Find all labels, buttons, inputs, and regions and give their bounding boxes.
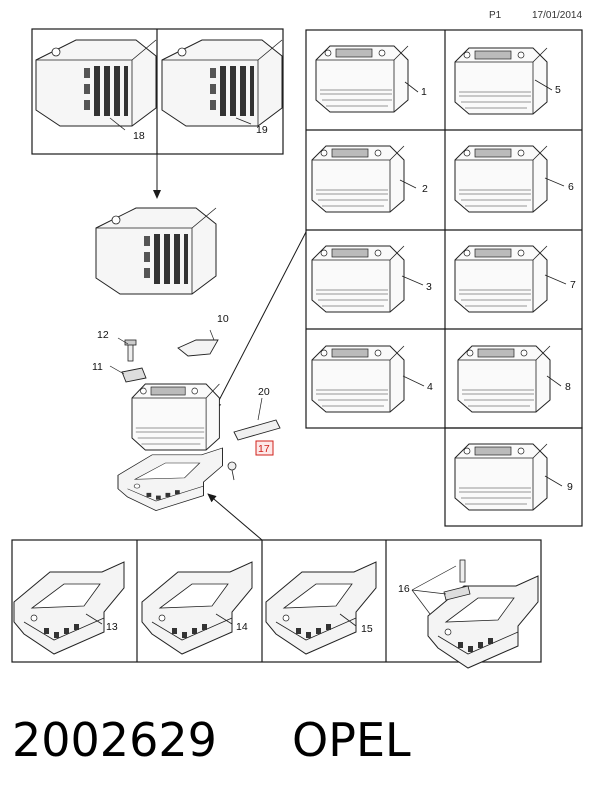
- variant-box-18-19: [31, 28, 284, 155]
- callout-3: 3: [426, 281, 432, 293]
- callout-15: 15: [361, 623, 373, 635]
- battery-1: [315, 45, 409, 113]
- tray-variants-row: [11, 539, 542, 669]
- covered-battery-main: [95, 207, 217, 295]
- callout-18: 18: [133, 130, 145, 142]
- bolt-12: [127, 342, 134, 362]
- brand-name: OPEL: [292, 713, 411, 767]
- battery-6: [454, 145, 548, 213]
- callout-10: 10: [217, 313, 229, 325]
- strip-20: [233, 419, 281, 441]
- callout-20: 20: [258, 386, 270, 398]
- callout-9: 9: [567, 481, 573, 493]
- highlight-box-17: [255, 440, 274, 456]
- date-stamp: 17/01/2014: [532, 10, 583, 21]
- callout-14: 14: [236, 621, 248, 633]
- arrow-trays-to-assembly: [207, 493, 263, 541]
- callout-17: 17: [258, 443, 270, 455]
- callout-7: 7: [570, 279, 576, 291]
- battery-7: [454, 245, 548, 313]
- battery-2: [311, 145, 405, 213]
- tray-main: [117, 447, 223, 512]
- tray-14: [141, 561, 253, 655]
- battery-variants-grid: [305, 29, 583, 527]
- callout-16: 16: [398, 583, 410, 595]
- battery-4: [311, 345, 405, 413]
- callout-13: 13: [106, 621, 118, 633]
- callout-19: 19: [256, 124, 268, 136]
- callout-2: 2: [422, 183, 428, 195]
- main-assembly: [109, 329, 281, 512]
- bracket-10: [177, 339, 219, 357]
- callout-6: 6: [568, 181, 574, 193]
- part-number: 2002629: [12, 713, 217, 767]
- covered-battery-19: [161, 39, 283, 127]
- callout-4: 4: [427, 381, 433, 393]
- callout-1: 1: [421, 86, 427, 98]
- clamp-11: [121, 367, 147, 383]
- battery-3: [311, 245, 405, 313]
- callout-8: 8: [565, 381, 571, 393]
- battery-8: [457, 345, 551, 413]
- battery-5: [454, 47, 548, 115]
- arrow-grid-to-battery: [213, 231, 307, 411]
- battery-main: [131, 383, 220, 451]
- screw-17: [227, 461, 237, 471]
- battery-9: [454, 443, 548, 511]
- covered-battery-18: [35, 39, 157, 127]
- callout-11: 11: [92, 361, 103, 373]
- callout-5: 5: [555, 84, 561, 96]
- callout-12: 12: [97, 329, 109, 341]
- tray-13: [13, 561, 125, 655]
- tray-15: [265, 561, 377, 655]
- page-indicator: P1: [489, 10, 502, 21]
- tray-16: [427, 575, 539, 669]
